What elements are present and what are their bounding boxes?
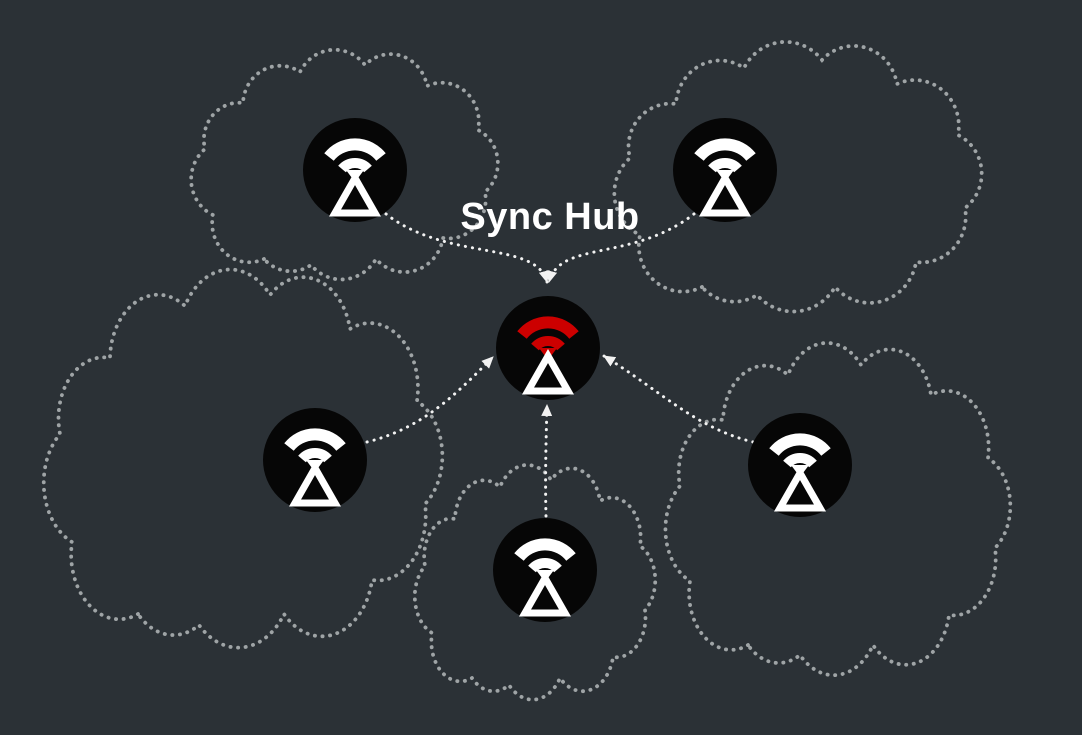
- arrow-mid-left-to-hub: [365, 355, 495, 444]
- hub-node: [496, 296, 600, 400]
- arrow-top-left-to-hub: [384, 212, 550, 284]
- arrow-top-right-to-hub: [546, 212, 696, 284]
- peer-node-mid-left: [263, 408, 367, 512]
- cloud-mid-left: [41, 267, 445, 650]
- peer-node-top-left: [303, 118, 407, 222]
- cloud-bottom-center: [412, 463, 658, 702]
- arrow-bottom-center-to-hub: [541, 403, 553, 518]
- peer-node-top-right: [673, 118, 777, 222]
- peer-node-bottom-center: [493, 518, 597, 622]
- cloud-top-left: [189, 47, 500, 282]
- diagram-title: Sync Hub: [460, 196, 640, 238]
- peer-node-mid-right: [748, 413, 852, 517]
- cloud-mid-right: [663, 341, 1013, 678]
- arrow-mid-right-to-hub: [602, 354, 755, 444]
- cloud-top-right: [612, 40, 984, 314]
